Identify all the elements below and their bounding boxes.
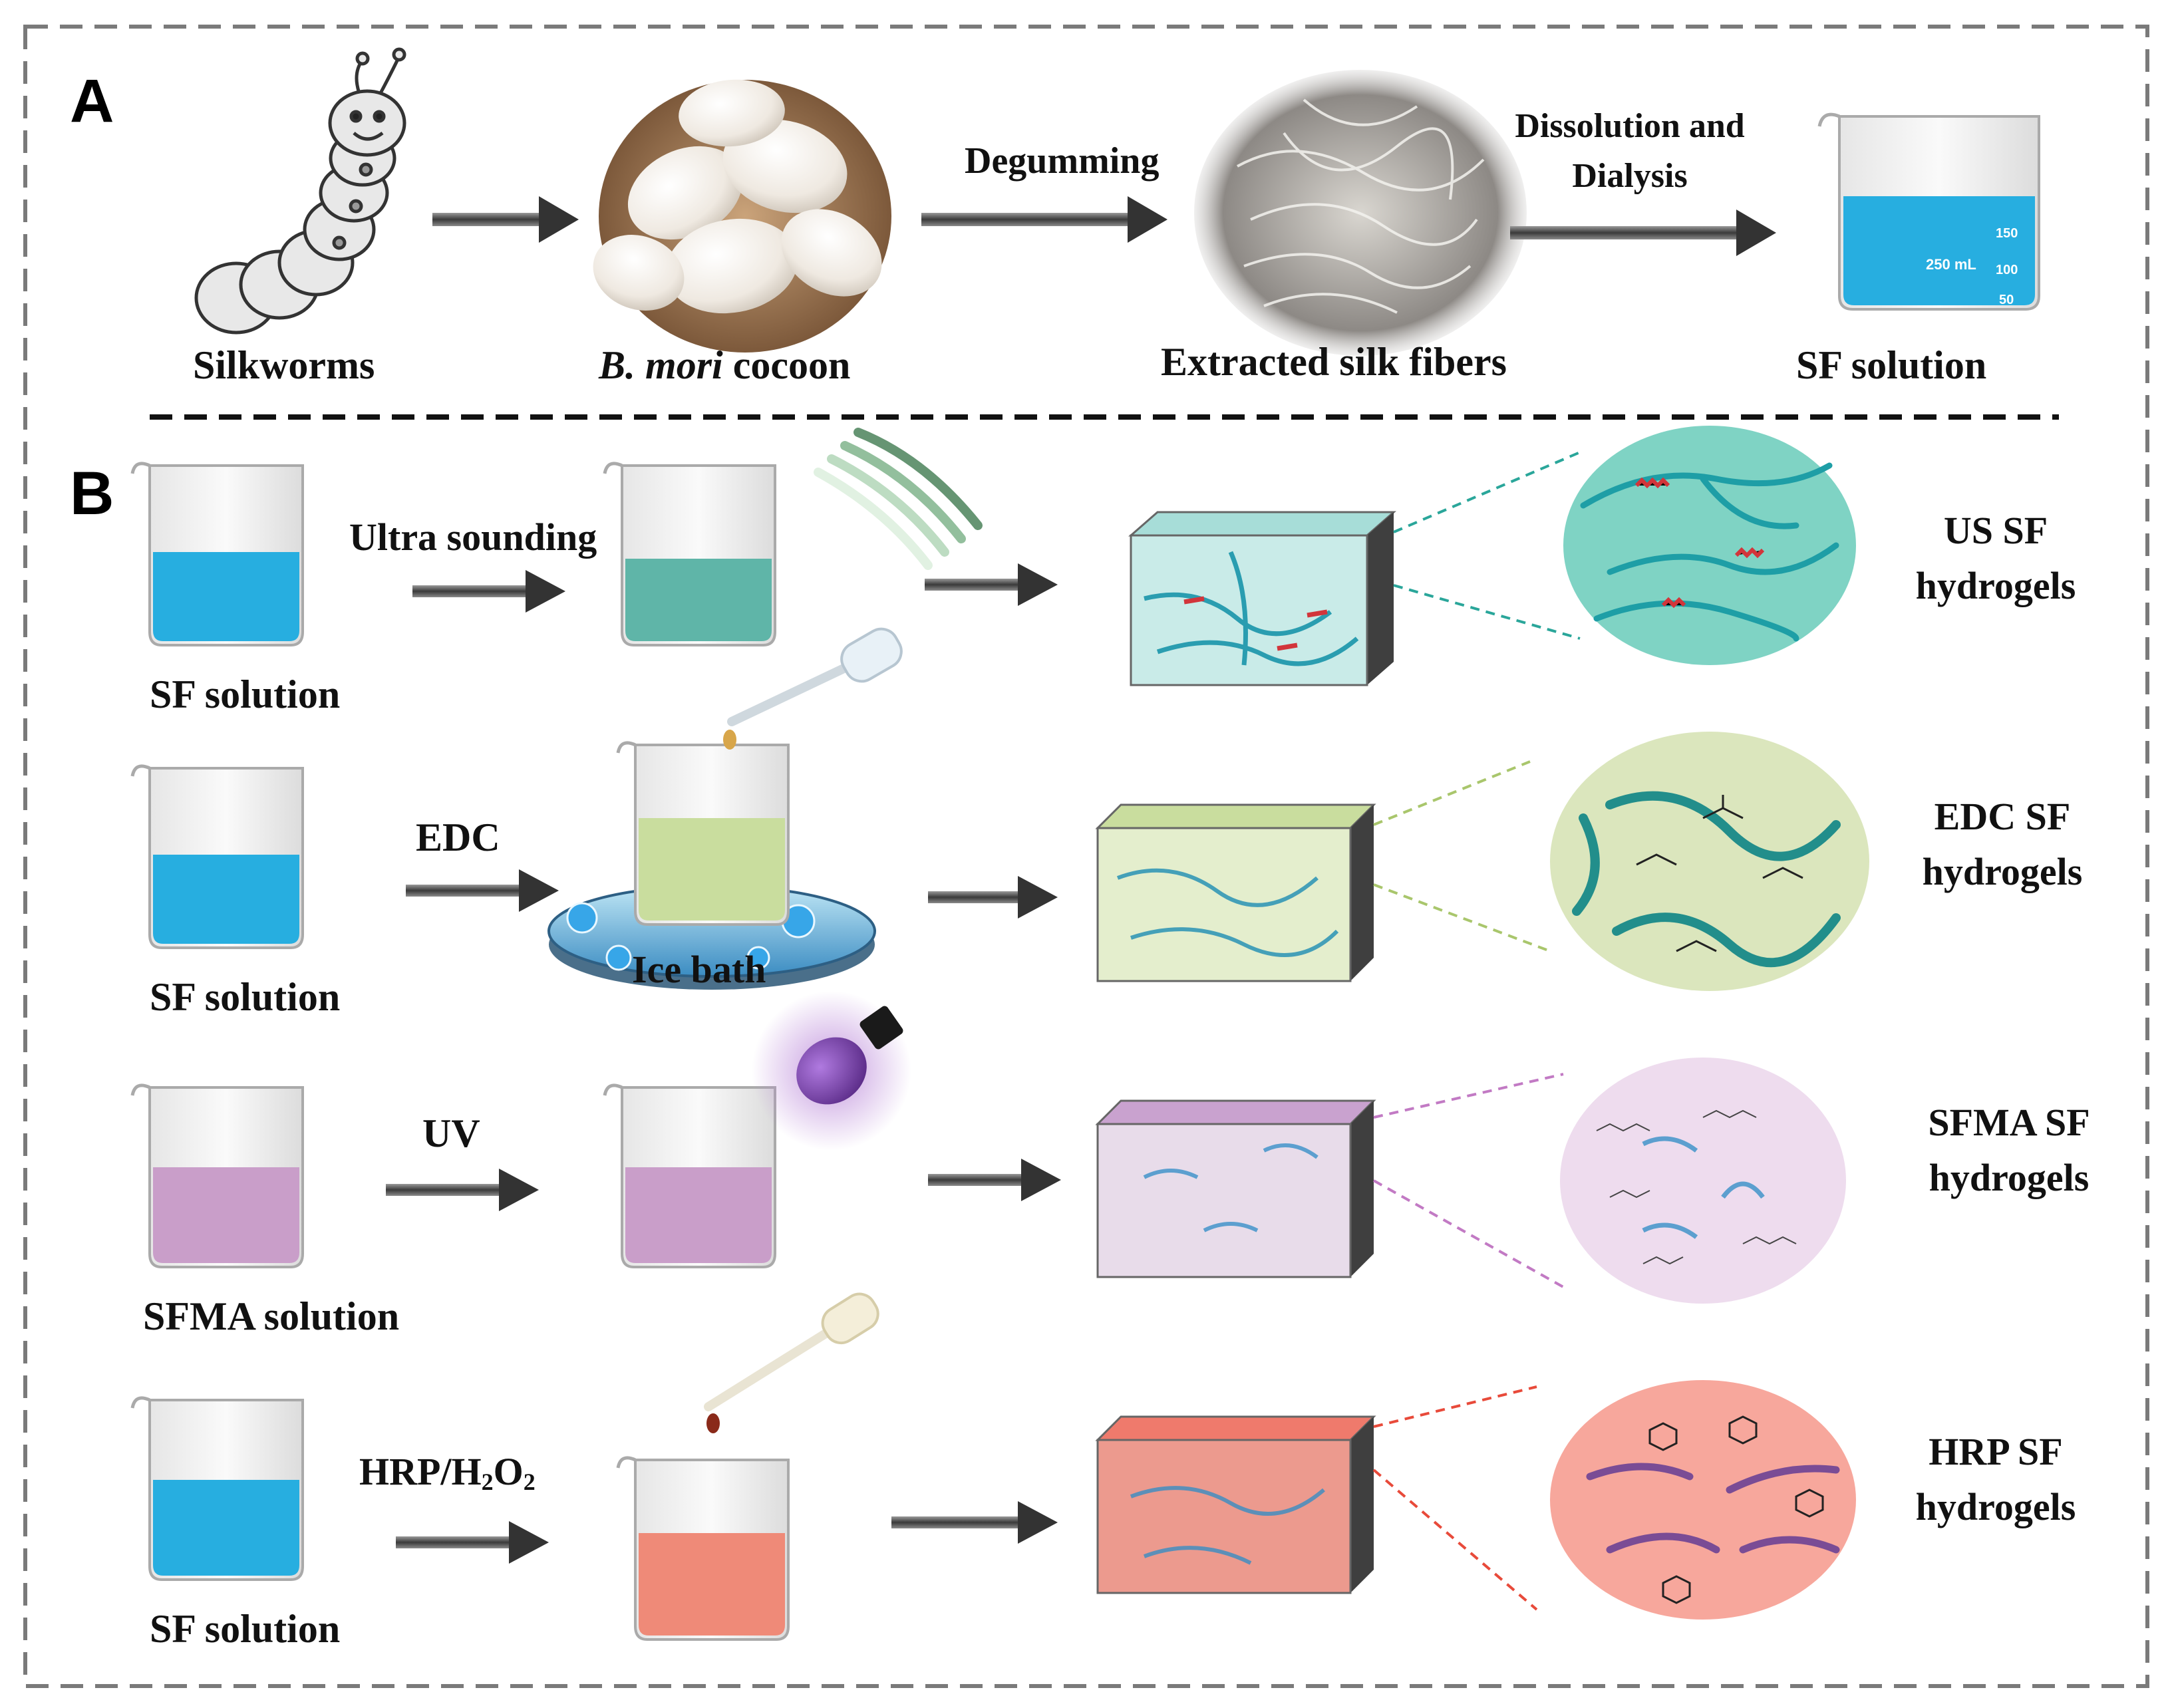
beaker-tick-100-a: 100 — [1996, 263, 2018, 277]
label-edc-result-1: EDC SF — [1934, 795, 2071, 838]
label-hrp-part-2: O — [493, 1450, 524, 1493]
label-uv-result-1: SFMA SF — [1928, 1101, 2090, 1144]
label-sf-solution-a: SF solution — [1796, 343, 1987, 387]
label-hrp-solution: SF solution — [150, 1607, 341, 1651]
silkworm-icon — [194, 47, 406, 335]
arrow-edc-to-gel — [928, 876, 1058, 919]
outer-frame — [23, 25, 2149, 1688]
label-ultrasounding: Ultra sounding — [349, 515, 597, 559]
arrow-hrp — [396, 1521, 549, 1564]
beaker-sf-solution-a — [1817, 112, 2040, 311]
label-hrp-result-2: hydrogels — [1915, 1485, 2076, 1528]
beaker-uv-right — [603, 1083, 776, 1268]
zoom-circle-sfma — [1560, 1058, 1846, 1304]
arrow-uv-to-gel — [928, 1159, 1061, 1201]
panel-label-a: A — [70, 67, 114, 135]
label-edc-result-2: hydrogels — [1922, 850, 2083, 893]
beaker-edc-left — [130, 764, 304, 949]
label-us-solution: SF solution — [150, 672, 341, 716]
hydrogel-box-sfma — [1095, 1099, 1376, 1278]
arrow-edc — [406, 869, 559, 912]
label-hrp-sub-1: 2 — [481, 1468, 494, 1495]
arrow-uv — [386, 1169, 539, 1211]
hydrogel-box-edc — [1095, 803, 1376, 982]
beaker-uv-left — [130, 1083, 304, 1268]
panel-label-b: B — [70, 460, 114, 527]
uv-lamp-icon — [752, 991, 911, 1151]
label-silkworms: Silkworms — [193, 343, 375, 387]
beaker-edc-right — [616, 741, 790, 926]
label-degumming: Degumming — [965, 140, 1160, 182]
arrow-silkworm-to-cocoon — [432, 196, 579, 243]
ultrasound-waves-icon — [814, 428, 983, 570]
label-us-result-2: hydrogels — [1915, 564, 2076, 607]
label-edc-solution: SF solution — [150, 975, 341, 1019]
label-us-result-1: US SF — [1943, 509, 2048, 552]
zoom-circle-hrp — [1550, 1380, 1856, 1620]
hydrogel-box-us — [1128, 511, 1396, 686]
arrow-ultrasound — [412, 570, 565, 613]
label-uv-result-2: hydrogels — [1929, 1156, 2090, 1199]
zoom-lines-edc — [1373, 760, 1551, 952]
arrow-hrp-to-gel — [891, 1501, 1058, 1544]
hydrogel-box-hrp — [1095, 1415, 1376, 1594]
beaker-hrp-right — [616, 1456, 790, 1641]
label-hrp-part-1: HRP/H — [359, 1450, 482, 1493]
label-edc-method: EDC — [416, 815, 500, 859]
cocoon-photo — [593, 79, 891, 353]
zoom-lines-us — [1393, 451, 1581, 640]
label-dissolution-1: Dissolution and — [1515, 107, 1745, 145]
label-hrp-method: HRP/H2O2 — [359, 1450, 536, 1496]
arrow-dissolution — [1510, 210, 1776, 256]
pipette-hrp-icon — [704, 1292, 879, 1433]
label-cocoon: B. mori cocoon — [599, 343, 850, 388]
beaker-us-left — [130, 462, 304, 646]
label-dissolution-2: Dialysis — [1572, 157, 1688, 195]
label-ice-bath: Ice bath — [632, 948, 766, 991]
beaker-us-right — [603, 462, 776, 646]
ice-bath-tray — [547, 885, 876, 990]
arrow-us-to-gel — [925, 563, 1058, 606]
pipette-edc-icon — [723, 627, 903, 750]
label-hrp-result-1: HRP SF — [1929, 1430, 2063, 1473]
zoom-circle-us — [1563, 426, 1856, 665]
label-uv-solution: SFMA solution — [143, 1294, 400, 1338]
arrow-degumming — [921, 196, 1167, 243]
label-extracted-fibers: Extracted silk fibers — [1161, 340, 1507, 384]
zoom-circle-edc — [1550, 732, 1869, 991]
label-cocoon-word: cocoon — [722, 343, 851, 387]
label-hrp-sub-2: 2 — [523, 1468, 536, 1495]
zoom-lines-sfma — [1373, 1073, 1564, 1288]
beaker-tick-50-a: 50 — [1999, 293, 2014, 307]
label-uv-method: UV — [422, 1111, 480, 1155]
label-cocoon-species: B. mori — [599, 343, 723, 387]
beaker-tick-150-a: 150 — [1996, 226, 2018, 241]
silk-fibers-photo — [1194, 70, 1527, 356]
beaker-hrp-left — [130, 1396, 304, 1581]
beaker-volume-a: 250 mL — [1926, 256, 1976, 273]
zoom-lines-hrp — [1372, 1385, 1538, 1611]
